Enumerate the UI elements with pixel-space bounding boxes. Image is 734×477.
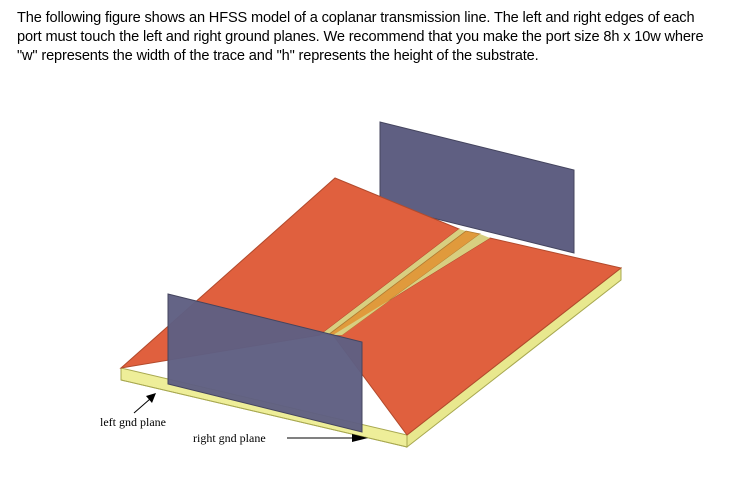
left-gap-slot	[320, 229, 466, 335]
far-port-rectangle	[379, 121, 575, 254]
left-gnd-plane-label: left gnd plane	[100, 415, 166, 429]
left-gnd-plane-arrow	[133, 398, 151, 414]
right-gnd-plane-arrowhead	[352, 434, 368, 442]
right-gap-slot	[333, 234, 490, 335]
description-paragraph: The following figure shows an HFSS model…	[17, 10, 704, 64]
right-ground-plane	[332, 237, 623, 436]
left-gnd-plane-arrowhead	[146, 393, 156, 403]
right-gnd-plane-label: right gnd plane	[193, 431, 266, 445]
near-port-rectangle	[167, 293, 363, 433]
